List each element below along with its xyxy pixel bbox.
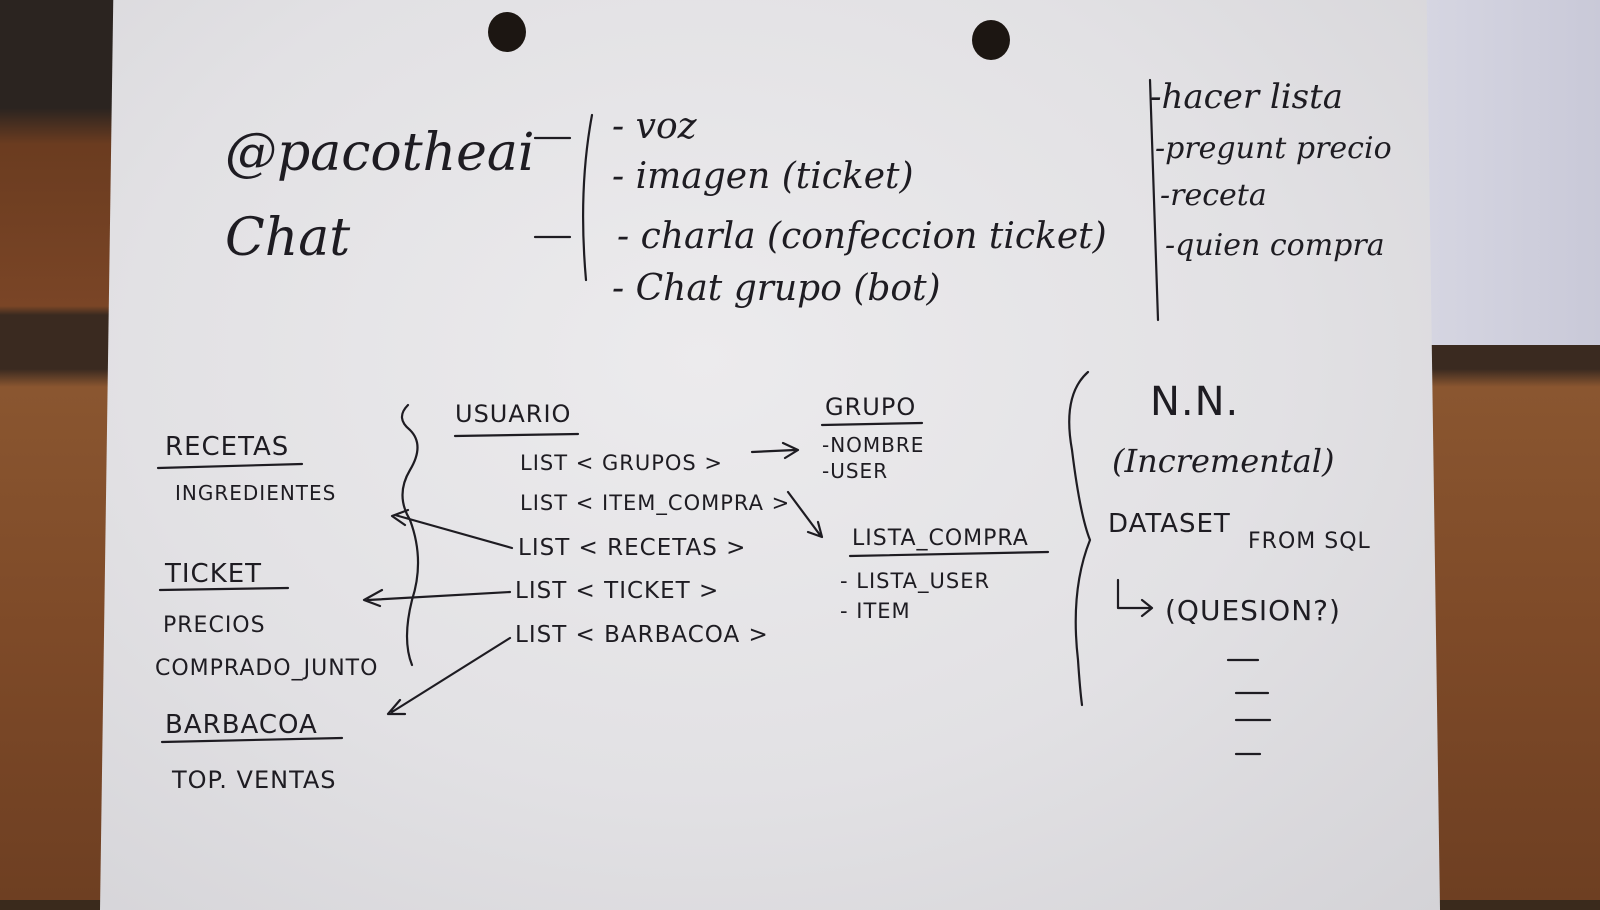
barbacoa-top-ventas: TOP. VENTAS — [171, 766, 337, 794]
usuario-title: USUARIO — [455, 400, 571, 428]
nn-from-sql: FROM SQL — [1248, 529, 1371, 554]
grupo-field-nombre: -NOMBRE — [822, 433, 924, 457]
arrow-to-ticket — [362, 588, 512, 608]
nn-brace — [1068, 370, 1092, 707]
input-imagen: - imagen (ticket) — [612, 156, 914, 197]
ticket-precios: PRECIOS — [163, 613, 266, 638]
lista-compra-field-item: - ITEM — [840, 599, 911, 623]
usuario-field-barbacoa: LIST < BARBACOA > — [515, 622, 769, 648]
left-brace — [400, 403, 420, 667]
handle-text: @pacotheai — [225, 123, 535, 183]
arrow-to-barbacoa — [386, 636, 512, 716]
recetas-underline — [156, 462, 304, 470]
lista-compra-underline — [848, 550, 1050, 558]
arrow-to-lista-compra — [786, 490, 824, 539]
usuario-underline — [453, 432, 580, 438]
barbacoa-underline — [160, 736, 344, 744]
paper-sheet — [100, 0, 1440, 910]
usuario-field-ticket: LIST < TICKET > — [515, 578, 719, 604]
recetas-ingredientes: INGREDIENTES — [175, 481, 336, 505]
grupo-underline — [820, 421, 924, 427]
ticket-underline — [158, 586, 290, 592]
usuario-field-item-compra: LIST < ITEM_COMPRA > — [520, 491, 790, 516]
nn-return-arrow — [1116, 578, 1154, 618]
actions-divider — [1148, 78, 1160, 322]
punch-hole-right — [972, 20, 1010, 60]
nn-dataset: DATASET — [1108, 509, 1231, 539]
lista-compra-field-lista-user: - LISTA_USER — [840, 569, 990, 594]
chat-text: Chat — [225, 208, 350, 268]
nn-question: (QUESION?) — [1165, 594, 1341, 627]
lista-compra-title: LISTA_COMPRA — [852, 526, 1029, 551]
grupo-field-user: -USER — [822, 459, 888, 483]
punch-hole-left — [488, 12, 526, 52]
ticket-title: TICKET — [164, 559, 262, 589]
action-hacer-lista: -hacer lista — [1150, 77, 1343, 117]
ticket-comprado-junto: COMPRADO_JUNTO — [155, 656, 378, 681]
input-charla: - charla (confeccion ticket) — [617, 216, 1107, 257]
inputs-bracket — [582, 113, 594, 282]
barbacoa-title: BARBACOA — [165, 710, 318, 740]
usuario-field-recetas: LIST < RECETAS > — [518, 535, 746, 561]
arrow-to-grupo — [750, 441, 800, 460]
background-wall — [1420, 0, 1600, 345]
nn-incremental: (Incremental) — [1112, 442, 1334, 480]
action-receta: -receta — [1160, 178, 1267, 213]
nn-title: N.N. — [1150, 379, 1239, 425]
grupo-title: GRUPO — [825, 393, 916, 421]
action-pregunt-precio: -pregunt precio — [1155, 131, 1392, 166]
action-quien-compra: -quien compra — [1165, 228, 1385, 263]
input-voz: - voz — [612, 106, 698, 147]
arrow-to-recetas — [390, 508, 514, 550]
usuario-field-grupos: LIST < GRUPOS > — [520, 451, 723, 475]
input-chat-grupo: - Chat grupo (bot) — [612, 268, 941, 309]
recetas-title: RECETAS — [165, 432, 289, 462]
